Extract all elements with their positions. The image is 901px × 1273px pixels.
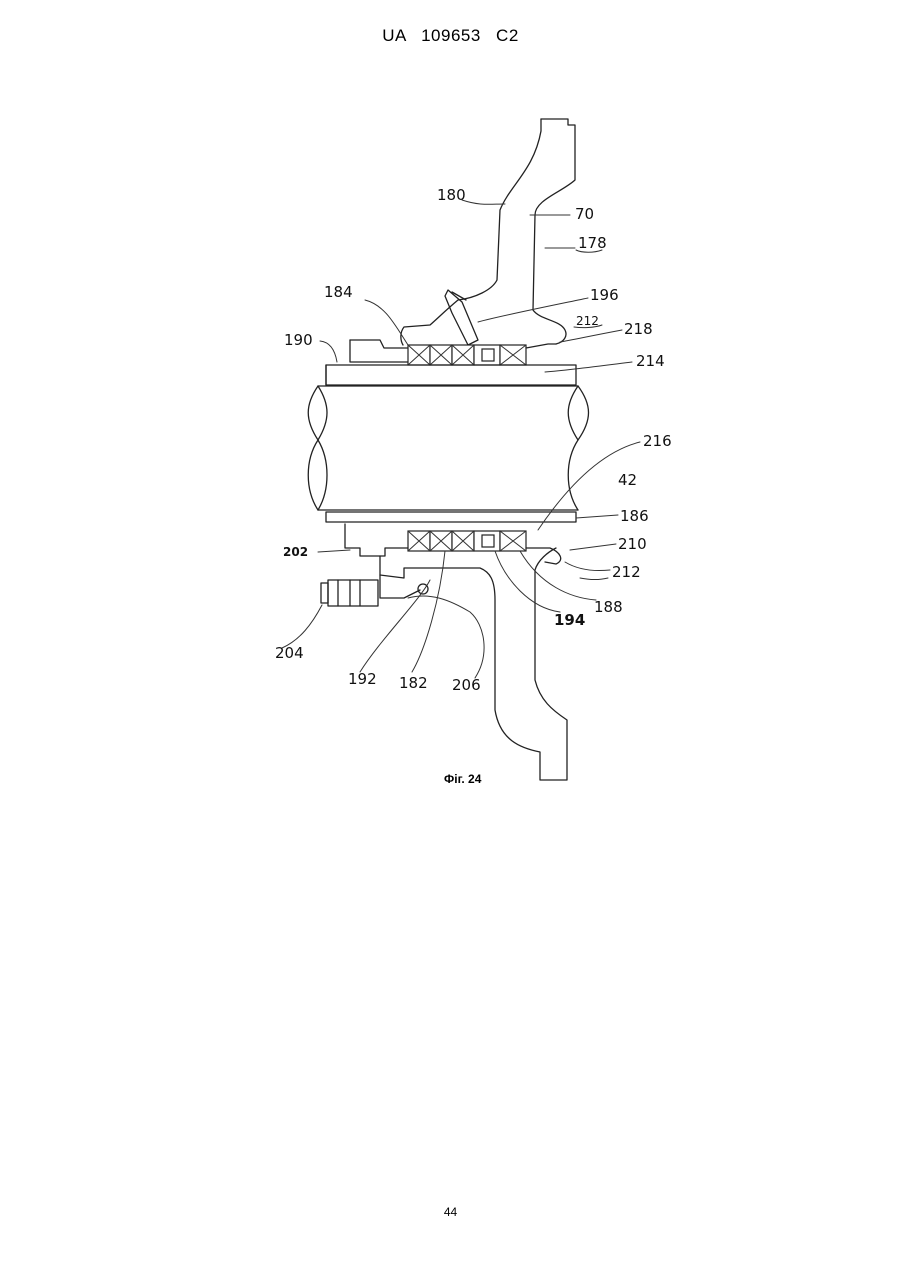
- label-204: 204: [275, 644, 304, 662]
- label-212-top: 212: [576, 314, 599, 328]
- figure-caption: Фiг. 24: [444, 772, 482, 786]
- figure-24-drawing: 180 70 178 184 196 212 218 190 214 216 4…: [265, 105, 685, 795]
- label-186: 186: [620, 507, 649, 525]
- label-70: 70: [575, 205, 594, 223]
- label-190: 190: [284, 331, 313, 349]
- label-42: 42: [618, 471, 637, 489]
- label-188: 188: [594, 598, 623, 616]
- upper-housing: [401, 119, 575, 345]
- lower-housing: [321, 548, 567, 780]
- label-212-bottom: 212: [612, 563, 641, 581]
- upper-bearing-assembly: [350, 340, 556, 365]
- label-184: 184: [324, 283, 353, 301]
- label-182: 182: [399, 674, 428, 692]
- label-216: 216: [643, 432, 672, 450]
- label-196: 196: [590, 286, 619, 304]
- document-header: UA 109653 C2: [0, 26, 901, 46]
- label-214: 214: [636, 352, 665, 370]
- label-192: 192: [348, 670, 377, 688]
- label-210: 210: [618, 535, 647, 553]
- label-194: 194: [554, 611, 585, 629]
- label-206: 206: [452, 676, 481, 694]
- page-number: 44: [0, 1205, 901, 1219]
- shaft: [308, 365, 588, 522]
- lower-bearing-assembly: [345, 524, 561, 564]
- label-180: 180: [437, 186, 466, 204]
- label-202: 202: [283, 545, 308, 559]
- patent-figure: 180 70 178 184 196 212 218 190 214 216 4…: [265, 105, 685, 795]
- label-218: 218: [624, 320, 653, 338]
- label-178: 178: [578, 234, 607, 252]
